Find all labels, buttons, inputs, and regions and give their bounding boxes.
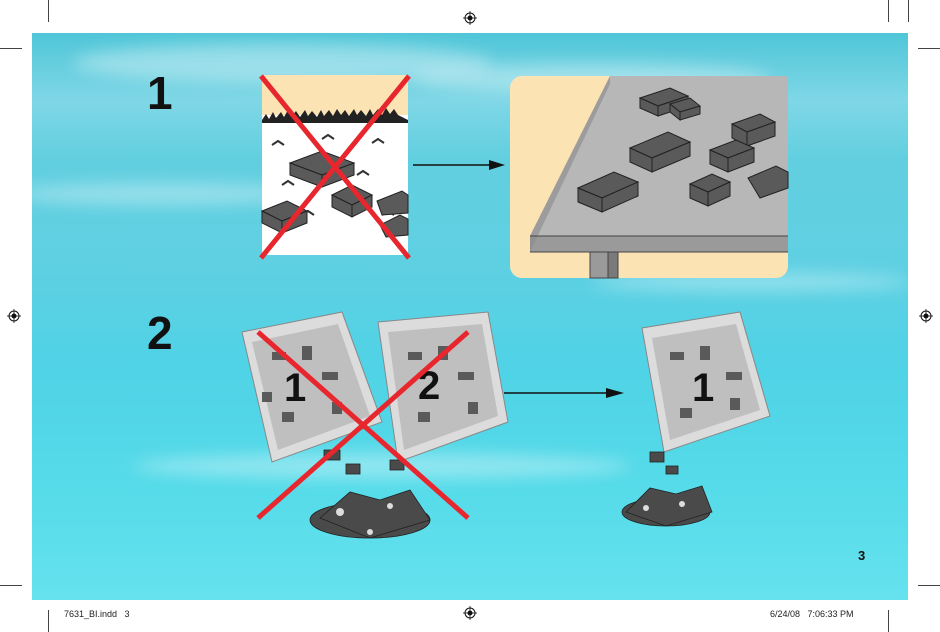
registration-mark-icon [463, 606, 477, 620]
step-number-2: 2 [147, 307, 173, 359]
bag-2-label: 2 [418, 364, 441, 408]
registration-mark-icon [463, 11, 477, 25]
crop-mark [48, 0, 49, 22]
red-cross-icon [256, 330, 470, 520]
crop-mark [0, 585, 22, 586]
crop-mark [918, 48, 940, 49]
sky-cloud [132, 453, 632, 479]
slug-filename: 7631_BI.indd 3 [64, 609, 130, 619]
arrow-right-icon [504, 388, 624, 398]
result-bag-label: 1 [692, 366, 715, 410]
registration-mark-icon [919, 309, 933, 323]
spilled-parts-pile [621, 451, 713, 527]
correct-surface-table [510, 76, 789, 279]
parts-bag-1-single [641, 311, 771, 453]
crop-mark [888, 610, 889, 632]
page-number: 3 [858, 548, 866, 563]
slug-timestamp: 6/24/08 7:06:33 PM [770, 609, 854, 619]
red-cross-icon [259, 74, 411, 260]
crop-mark [48, 610, 49, 632]
crop-mark [918, 585, 940, 586]
sky-cloud [32, 183, 312, 205]
crop-mark [888, 0, 889, 22]
bag-1-label: 1 [284, 366, 307, 410]
parts-bag-2 [377, 311, 509, 463]
crop-mark [0, 48, 22, 49]
crop-mark [908, 0, 909, 22]
arrow-right-icon [413, 160, 505, 170]
registration-mark-icon [7, 309, 21, 323]
step-number-1: 1 [147, 67, 173, 119]
